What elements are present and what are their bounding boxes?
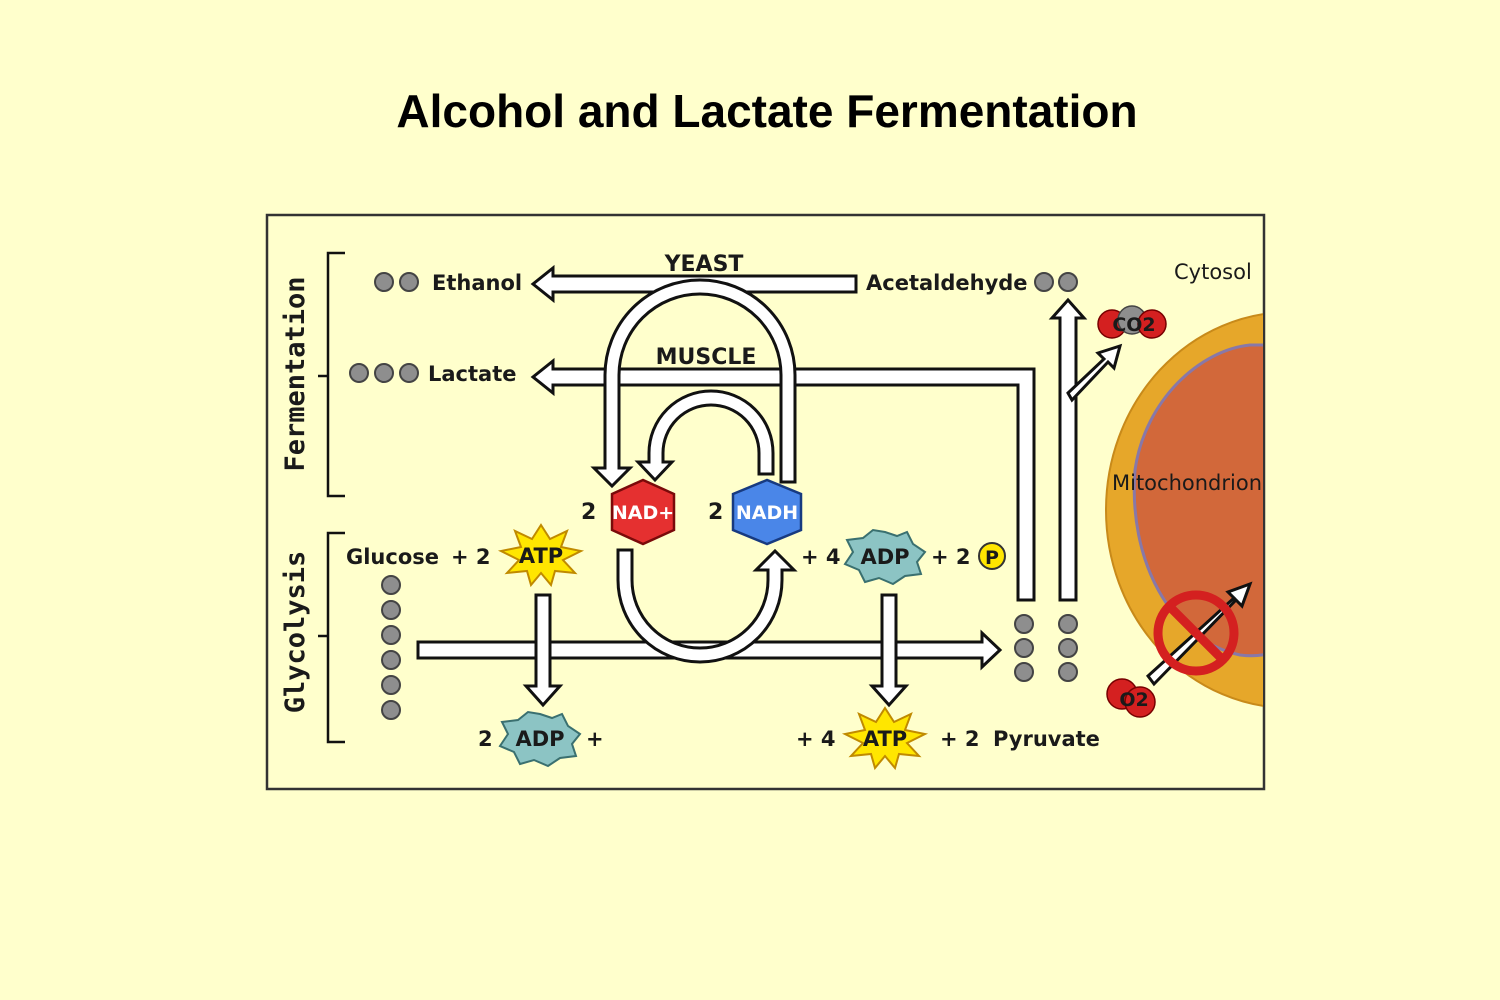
atp-input-badge [497, 523, 585, 588]
adp-output-badge [498, 710, 582, 768]
co2-molecule [1097, 305, 1167, 339]
pyruvate-up-arrow [1048, 297, 1088, 602]
adp-input-label: ADP [860, 545, 909, 569]
adp-phosphorylation-arrow [868, 593, 910, 708]
adp-plus-4: + 4 [801, 545, 841, 569]
lactate-balls [349, 363, 419, 383]
adp-output-label: ADP [515, 727, 564, 751]
muscle-arrow [530, 357, 1036, 602]
pyruvate-plus-2: + 2 [940, 727, 980, 751]
glucose-label: Glucose [346, 545, 439, 569]
pyruvate-balls [1014, 614, 1078, 682]
glucose-balls [381, 575, 401, 720]
nad-plus-badge [610, 478, 676, 546]
o2-label: O2 [1119, 689, 1148, 711]
ethanol-label: Ethanol [432, 271, 522, 295]
mitochondrion-label: Mitochondrion [1112, 471, 1262, 495]
prohibit-icon [1153, 590, 1239, 676]
glycolysis-bracket [318, 531, 345, 744]
nadh-label: NADH [736, 502, 798, 524]
atp-consume-arrow [522, 593, 564, 708]
acetaldehyde-balls [1034, 272, 1078, 292]
atp-output-label: ATP [863, 727, 907, 751]
page-title: Alcohol and Lactate Fermentation [396, 85, 1138, 137]
co2-branch-arrow [1066, 343, 1123, 403]
atp-input-label: ATP [519, 544, 563, 568]
co2-label: CO2 [1112, 314, 1155, 336]
yeast-label: YEAST [664, 252, 744, 277]
out-adp-coefficient: 2 [478, 727, 493, 751]
cytosol-label: Cytosol [1174, 260, 1252, 284]
p-plus-2: + 2 [931, 545, 971, 569]
nadh-badge [731, 478, 803, 546]
glycolysis-side-label: Glycolysis [280, 551, 311, 714]
atp-output-badge [841, 706, 929, 771]
out-adp-plus: + [586, 727, 604, 751]
phosphate-label: P [985, 547, 999, 569]
glucose-plus-2: + 2 [451, 545, 491, 569]
nad-reduction-arrow [616, 548, 798, 664]
nad-coefficient: 2 [581, 500, 596, 525]
fermentation-bracket [318, 251, 345, 498]
phosphate-badge [978, 542, 1006, 570]
nad-plus-label: NAD+ [612, 502, 674, 524]
fermentation-side-label: Fermentation [280, 276, 311, 471]
pyruvate-label: Pyruvate [993, 727, 1100, 751]
adp-input-badge [843, 528, 927, 586]
muscle-arc-arrow [634, 389, 775, 483]
ethanol-balls [374, 272, 419, 292]
nadh-coefficient: 2 [708, 500, 723, 525]
acetaldehyde-label: Acetaldehyde [866, 271, 1028, 295]
lactate-label: Lactate [428, 362, 517, 386]
yeast-arc-arrow [590, 278, 797, 489]
muscle-label: MUSCLE [656, 345, 757, 370]
out-atp-plus-4: + 4 [796, 727, 836, 751]
o2-molecule [1106, 678, 1156, 718]
